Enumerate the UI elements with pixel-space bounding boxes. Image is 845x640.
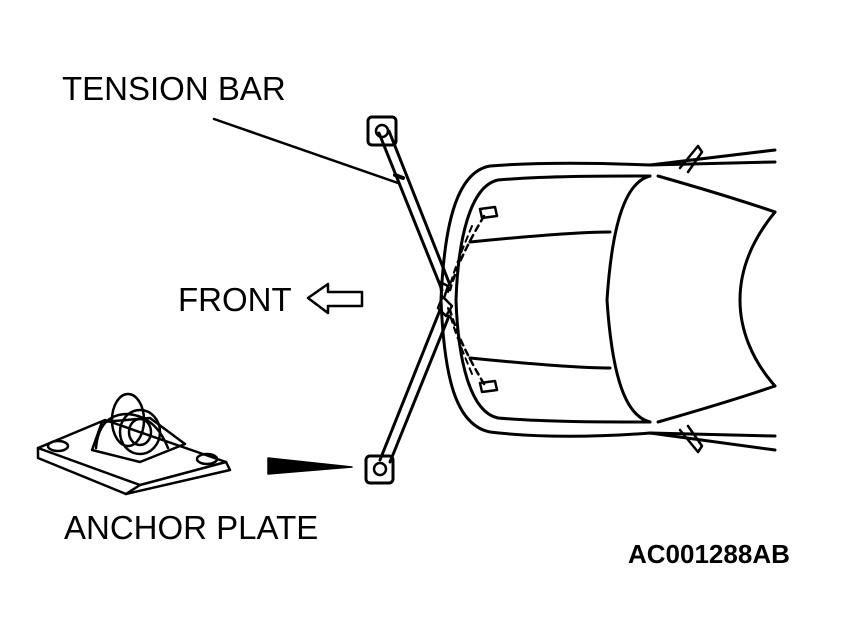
vehicle-top-view [439,144,777,454]
lower-hook-slot [478,379,499,394]
front-arrow-icon [306,282,364,315]
tension-bar-label: TENSION BAR [62,70,286,107]
anchor-pointer-wedge [267,457,353,475]
tension-bar-leader-line [212,117,400,185]
lower-tension-bar [378,308,451,464]
lower-anchor-bracket [364,454,395,485]
front-label: FRONT [178,281,292,318]
upper-hook-slot [478,205,499,220]
upper-anchor-bracket [366,115,398,147]
upper-tension-bar [377,129,452,292]
anchor-plate-label: ANCHOR PLATE [64,509,319,546]
figure-code-label: AC001288AB [628,539,790,569]
anchor-plate-illustration [36,392,232,496]
tow-hook-dashed [447,214,486,386]
